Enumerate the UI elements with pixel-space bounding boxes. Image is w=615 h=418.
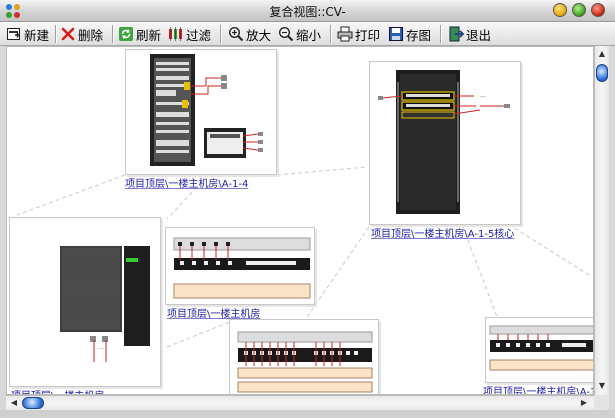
horizontal-scrollbar[interactable]: ◀ ▶ <box>6 395 594 410</box>
rack-photo-diagram: ---- <box>60 246 150 362</box>
minimize-button[interactable] <box>553 3 567 17</box>
print-label: 打印 <box>355 27 381 43</box>
refresh-label: 刷新 <box>136 27 162 43</box>
maximize-button[interactable] <box>572 3 586 17</box>
view-label-a-1[interactable]: 项目顶层\一楼主机房\A-1 <box>483 387 594 395</box>
delete-button[interactable]: 删除 <box>60 24 103 44</box>
close-button[interactable] <box>591 3 605 17</box>
composite-view-canvas[interactable]: 项目顶层\一楼主机房\A-1-4 ---- 项目顶层\一楼主机房\A-1-5核心 <box>6 46 594 395</box>
scroll-right-icon[interactable]: ▶ <box>580 398 588 407</box>
scroll-corner <box>594 395 609 410</box>
exit-button[interactable]: 退出 <box>448 24 491 44</box>
delete-label: 删除 <box>78 27 104 43</box>
save-image-button[interactable]: 存图 <box>388 24 431 44</box>
svg-text:----: ---- <box>480 94 486 99</box>
view-rack-photo[interactable]: ---- <box>9 217 161 387</box>
patch-panel-diagram <box>173 237 311 299</box>
exit-icon <box>449 26 464 42</box>
window-bottom-edge <box>0 410 615 418</box>
title-bar: 复合视图::CV- <box>0 0 615 22</box>
vertical-scrollbar[interactable]: ▲ ▼ <box>594 46 609 395</box>
print-icon <box>337 26 353 42</box>
refresh-icon <box>119 27 133 41</box>
save-image-label: 存图 <box>406 27 432 43</box>
panels-center-diagram <box>237 331 373 393</box>
view-rack-a-1-4[interactable] <box>125 49 277 175</box>
scroll-left-icon[interactable]: ◀ <box>10 398 18 407</box>
filter-button[interactable]: 过滤 <box>168 24 211 44</box>
new-label: 新建 <box>24 27 50 43</box>
zoom-out-button[interactable]: 缩小 <box>278 24 321 44</box>
zoom-in-label: 放大 <box>246 27 272 43</box>
app-icon <box>6 4 20 18</box>
zoom-in-button[interactable]: 放大 <box>228 24 271 44</box>
refresh-button[interactable]: 刷新 <box>118 24 161 44</box>
rack-a-1-5-diagram: ---- <box>378 70 510 214</box>
save-icon <box>389 27 403 41</box>
svg-text:----: ---- <box>98 346 104 351</box>
window-title: 复合视图::CV- <box>269 5 346 19</box>
new-icon <box>7 28 20 40</box>
filter-icon <box>169 27 182 41</box>
view-label-a-1-4[interactable]: 项目顶层\一楼主机房\A-1-4 <box>125 179 249 190</box>
zoom-in-icon <box>228 26 244 42</box>
scroll-down-icon[interactable]: ▼ <box>598 381 606 390</box>
zoom-out-label: 缩小 <box>296 27 322 43</box>
horizontal-scroll-thumb[interactable] <box>22 397 44 409</box>
view-label-a-1-5-core[interactable]: 项目顶层\一楼主机房\A-1-5核心 <box>371 229 515 240</box>
zoom-out-icon <box>278 26 294 42</box>
rack-a-1-4-diagram <box>150 54 263 166</box>
connector-lines <box>16 166 593 348</box>
filter-label: 过滤 <box>186 27 212 43</box>
view-label-machine-room-1[interactable]: 项目顶层\一楼主机房 <box>11 387 104 394</box>
exit-label: 退出 <box>466 27 492 43</box>
delete-icon <box>61 27 75 41</box>
scroll-up-icon[interactable]: ▲ <box>598 49 606 58</box>
panels-right-diagram <box>489 325 593 371</box>
toolbar: 新建 删除 刷新 过滤 放大 缩小 打印 存图 退出 <box>0 22 615 46</box>
view-patch-panel[interactable] <box>165 227 315 305</box>
view-rack-a-1-5[interactable]: ---- <box>369 61 521 225</box>
new-button[interactable]: 新建 <box>6 24 49 44</box>
print-button[interactable]: 打印 <box>337 24 380 44</box>
view-panels-right[interactable] <box>485 317 593 383</box>
vertical-scroll-thumb[interactable] <box>596 64 608 82</box>
view-label-machine-room-2[interactable]: 项目顶层\一楼主机房 <box>167 309 261 320</box>
view-panels-center[interactable] <box>229 319 379 394</box>
